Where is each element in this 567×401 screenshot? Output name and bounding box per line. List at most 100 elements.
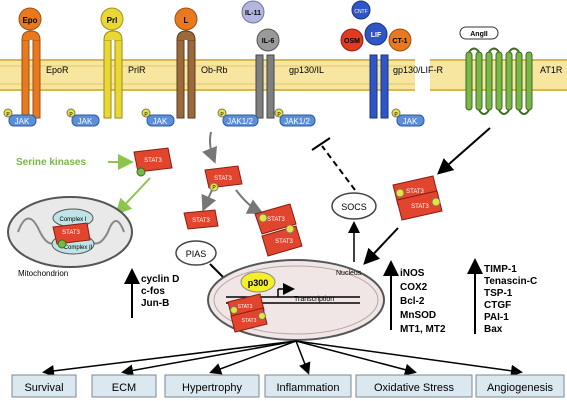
p300 [240,271,276,293]
svg-text:gp130/LIF-R: gp130/LIF-R [393,65,444,75]
gene-middle-4: MT1, MT2 [400,324,446,335]
outcome-survival [11,374,77,398]
at1r-dimer-to-nucleus-arrow [363,227,399,265]
outcomes-row: Survival ECM Hypertrophy Inflammation Ox… [11,374,565,398]
svg-text:IL-6: IL-6 [262,38,275,45]
socs: SOCS [331,192,377,220]
phospho-p [3,108,13,118]
svg-text:EpoR: EpoR [46,65,69,75]
svg-text:STAT3: STAT3 [267,217,285,223]
mitochondrion: Complex I Complex II STAT3 [7,196,133,268]
nucleus: Nucleus p300 Transcription STAT3 STAT3 [207,259,385,341]
svg-text:Prl: Prl [107,16,118,25]
svg-text:JAK: JAK [403,117,418,126]
svg-text:P: P [6,112,10,118]
svg-text:PIAS: PIAS [186,249,207,259]
svg-text:STAT3: STAT3 [411,204,429,210]
pias: PIAS [175,240,217,266]
svg-text:STAT3: STAT3 [62,230,80,236]
phospho-p [66,108,76,118]
gene-middle-0: iNOS [400,268,425,279]
jak-kinase [8,114,37,127]
jak-to-stat3-arrow [202,131,217,164]
svg-text:CT-1: CT-1 [392,38,407,45]
svg-text:Survival: Survival [24,382,63,394]
serine-kinases-label: Serine kinases [16,157,86,168]
svg-text:P: P [69,112,73,118]
stat3-serine: STAT3 [133,147,173,177]
stat3-phospho-1: STAT3 P [204,165,243,192]
svg-text:STAT3: STAT3 [275,239,293,245]
stat3-dimer: STAT3 STAT3 [254,203,303,257]
epor-receptor: Epo EpoR JAK P [3,7,69,127]
cntf-ligand [351,0,371,20]
at1r-receptor: AngII AT1R [459,26,563,115]
jak12-kinase [279,114,316,127]
svg-text:AngII: AngII [470,31,488,38]
il11-ligand [241,0,265,24]
gene-left-0: cyclin D [141,274,179,285]
stat3-monomer: STAT3 [183,209,219,230]
svg-text:P: P [277,112,281,118]
svg-text:Inflammation: Inflammation [277,382,340,394]
svg-text:JAK: JAK [78,117,93,126]
mitochondrion-label: Mitochondrion [18,269,68,278]
cell-membrane [0,59,567,91]
phospho-p [391,108,401,118]
outcome-arrows [42,340,523,377]
phospho-p [274,108,284,118]
svg-text:SOCS: SOCS [341,202,367,212]
svg-text:JAK: JAK [15,117,30,126]
svg-text:IL-11: IL-11 [245,10,261,17]
outcome-oxidative-stress [355,374,473,398]
gp130-lifr-receptor: CNTF OSM LIF CT-1 gp130/LIF-R JAK P [340,0,444,127]
gene-right-3: CTGF [484,300,511,311]
svg-text:JAK: JAK [153,117,168,126]
stat3-to-mito-arrow [115,177,151,215]
svg-text:CNTF: CNTF [354,9,367,15]
svg-text:Complex II: Complex II [64,245,93,251]
gene-middle-1: COX2 [400,282,428,293]
prl-ligand [100,7,124,31]
svg-text:Ob-Rb: Ob-Rb [201,65,228,75]
svg-text:STAT3: STAT3 [214,176,232,182]
gene-left-1: c-fos [141,286,165,297]
svg-text:L: L [184,16,189,25]
il6-ligand [256,28,280,52]
epo-ligand [18,7,42,31]
svg-text:Nucleus: Nucleus [336,270,362,277]
svg-text:gp130/IL: gp130/IL [289,65,324,75]
svg-text:PrlR: PrlR [128,65,146,75]
svg-text:STAT3: STAT3 [238,304,253,310]
stat3-branch-left [201,189,217,212]
jak-kinase [146,114,175,127]
svg-text:P: P [394,112,398,118]
svg-text:STAT3: STAT3 [192,218,210,224]
svg-text:Angiogenesis: Angiogenesis [487,382,554,394]
lif-ligand [364,22,388,46]
angii-ligand [459,26,499,40]
svg-text:Complex I: Complex I [59,217,86,223]
svg-text:P: P [212,185,216,191]
outcome-inflammation [264,374,352,398]
outcome-angiogenesis [475,374,565,398]
svg-text:AT1R: AT1R [540,65,563,75]
gene-right-0: TIMP-1 [484,264,517,275]
svg-text:P: P [220,112,224,118]
obrb-receptor: L Ob-Rb JAK P [141,7,228,127]
phospho-p [141,108,151,118]
phospho-p [217,108,227,118]
svg-text:OSM: OSM [344,38,360,45]
svg-text:Transcription: Transcription [294,296,334,303]
outcome-ecm [91,374,157,398]
svg-text:ECM: ECM [112,382,136,394]
gp130-il-receptor: IL-11 IL-6 gp130/IL JAK1/2 P JAK1/2 P [217,0,324,127]
stat3-branch-right [235,189,264,214]
outcome-hypertrophy [164,374,260,398]
svg-text:Epo: Epo [22,16,37,25]
jak-kinase [71,114,100,127]
svg-text:Oxidative Stress: Oxidative Stress [374,382,455,394]
osm-ligand [340,28,364,52]
ct1-ligand [388,28,412,52]
